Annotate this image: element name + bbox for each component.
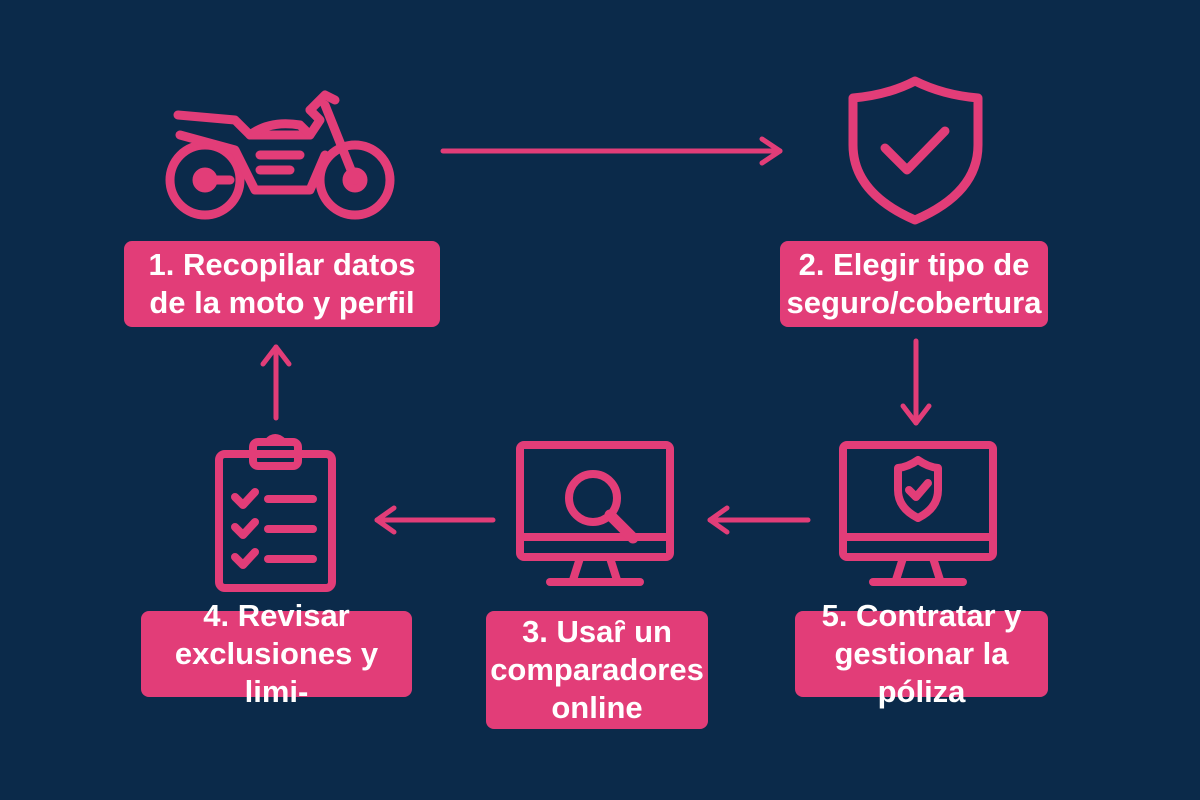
arrow-right <box>440 136 790 166</box>
motorcycle-icon <box>160 80 400 225</box>
step-5-label: 5. Contratar y gestionar la póliza <box>795 598 1048 709</box>
arrow-up <box>258 342 294 422</box>
step-3-label: 3. Usaȓ un comparadores online <box>486 611 708 729</box>
shield-check-icon <box>843 73 988 228</box>
monitor-search-icon <box>515 440 675 590</box>
step-1-label: 1. Recopilar datos de la moto y perfil <box>124 241 440 327</box>
arrow-left <box>705 505 811 535</box>
arrow-left <box>372 505 496 535</box>
arrow-down <box>898 338 934 430</box>
step-2-label: 2. Elegir tipo de seguro/cobertura <box>780 241 1048 327</box>
monitor-shield-icon <box>838 440 998 590</box>
step-4-label: 4. Revisar exclusiones y limi- <box>141 598 412 709</box>
clipboard-checklist-icon <box>213 432 338 592</box>
